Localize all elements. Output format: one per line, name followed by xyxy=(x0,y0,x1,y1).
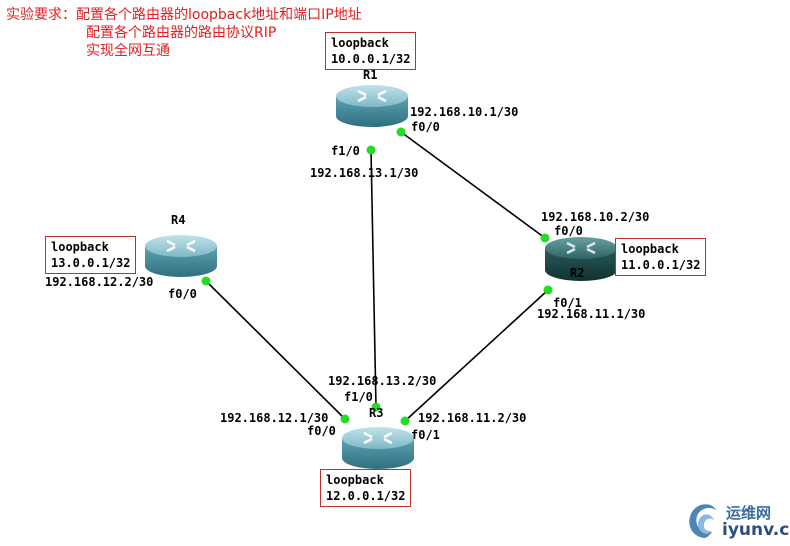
router-r4[interactable] xyxy=(145,235,217,277)
link-r1-r2 xyxy=(400,131,546,239)
loopback-title: loopback xyxy=(331,36,389,50)
requirement-line-2: 配置各个路由器的路由协议RIP xyxy=(86,25,277,41)
loopback-box-r3: loopback 12.0.0.1/32 xyxy=(320,469,412,507)
r1-f00-ip: 192.168.10.1/30 xyxy=(410,105,519,119)
loopback-box-r1: loopback 10.0.0.1/32 xyxy=(325,32,417,70)
loopback-title: loopback xyxy=(51,240,109,254)
loopback-ip: 13.0.0.1/32 xyxy=(51,256,131,270)
r3-f01-name: f0/1 xyxy=(411,428,440,442)
r3-f00-name: f0/0 xyxy=(307,424,336,438)
r2-f01-ip: 192.168.11.1/30 xyxy=(537,307,646,321)
port-dot-r1-f10[interactable] xyxy=(366,145,376,155)
router-r3[interactable] xyxy=(342,427,414,469)
r1-f10-name: f1/0 xyxy=(331,144,360,158)
port-dot-r4-f00[interactable] xyxy=(201,276,211,286)
port-dot-r3-f10[interactable] xyxy=(371,402,381,412)
r3-f10-ip: 192.168.13.2/30 xyxy=(328,374,437,388)
r3-f10-name: f1/0 xyxy=(344,390,373,404)
port-dot-r2-f01[interactable] xyxy=(543,285,553,295)
router-arrows-icon xyxy=(566,241,596,255)
port-dot-r1-f00[interactable] xyxy=(396,127,406,137)
loopback-box-r2: loopback 11.0.0.1/32 xyxy=(615,238,707,276)
router-name-r1: R1 xyxy=(363,68,378,82)
router-name-r3: R3 xyxy=(369,406,384,420)
link-r4-r3 xyxy=(205,280,346,420)
router-arrows-icon xyxy=(363,431,393,445)
watermark-text-cn: 运维网 xyxy=(726,504,772,522)
r2-f01-name: f0/1 xyxy=(553,296,582,310)
r4-f00-name: f0/0 xyxy=(168,287,197,301)
router-r2[interactable] xyxy=(545,237,617,281)
logo-swirl-icon xyxy=(689,504,716,538)
watermark-text-en: iyunv.com xyxy=(722,520,790,540)
router-name-r2: R2 xyxy=(570,266,585,280)
r3-f00-ip: 192.168.12.1/30 xyxy=(220,411,329,425)
r1-f10-ip: 192.168.13.1/30 xyxy=(310,166,419,180)
port-dot-r3-f01[interactable] xyxy=(400,416,410,426)
r2-f00-name: f0/0 xyxy=(554,224,583,238)
router-name-r4: R4 xyxy=(171,213,186,227)
r3-f01-ip: 192.168.11.2/30 xyxy=(418,411,527,425)
router-r1[interactable] xyxy=(336,85,408,127)
port-dot-r3-f00[interactable] xyxy=(340,414,350,424)
link-r1-r3 xyxy=(370,149,377,408)
requirements-text: 实验要求：配置各个路由器的loopback地址和端口IP地址 配置各个路由器的路… xyxy=(6,6,362,60)
loopback-title: loopback xyxy=(326,473,384,487)
port-dot-r2-f00[interactable] xyxy=(540,233,550,243)
loopback-box-r4: loopback 13.0.0.1/32 xyxy=(45,236,137,274)
requirement-line-3: 实现全网互通 xyxy=(86,43,170,59)
loopback-ip: 12.0.0.1/32 xyxy=(326,489,406,503)
loopback-title: loopback xyxy=(621,242,679,256)
watermark-logo: 运维网 iyunv.com xyxy=(684,498,790,542)
requirement-line-1: 实验要求：配置各个路由器的loopback地址和端口IP地址 xyxy=(6,7,362,23)
router-arrows-icon xyxy=(166,239,196,253)
router-arrows-icon xyxy=(357,89,387,103)
loopback-ip: 11.0.0.1/32 xyxy=(621,258,701,272)
r1-f00-name: f0/0 xyxy=(411,120,440,134)
loopback-ip: 10.0.0.1/32 xyxy=(331,52,411,66)
r4-f00-ip: 192.168.12.2/30 xyxy=(45,275,154,289)
r2-f00-ip: 192.168.10.2/30 xyxy=(541,210,650,224)
link-r2-r3 xyxy=(404,289,549,422)
